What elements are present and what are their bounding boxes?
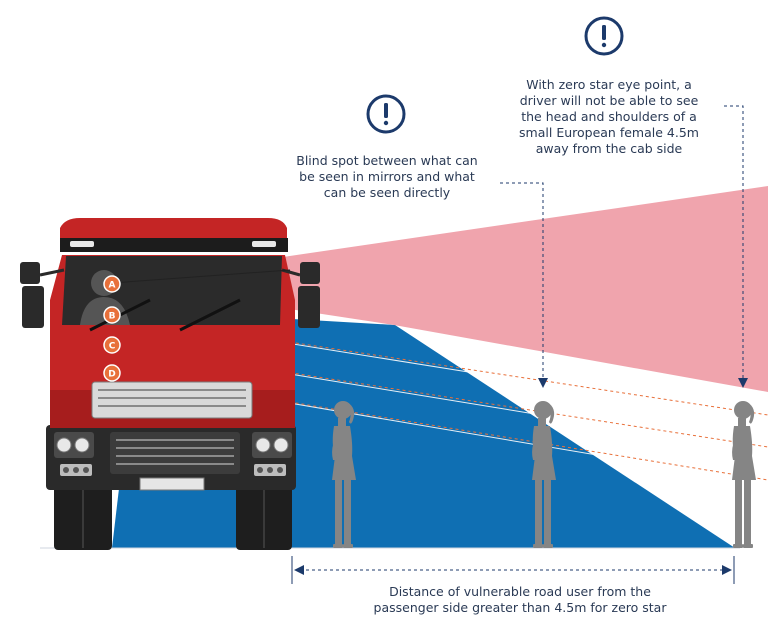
wiper-right — [179, 298, 241, 332]
callout-zero-star-eye-point: With zero star eye point, a driver will … — [494, 77, 724, 157]
roof-light-right — [252, 241, 276, 247]
roof-light-left — [70, 241, 94, 247]
callout-line: With zero star eye point, a — [526, 77, 692, 92]
eye-point-c: C — [103, 336, 121, 354]
eye-point-markers: A B C D — [103, 275, 121, 382]
eye-point-a: A — [103, 275, 121, 293]
headlight-right-2 — [273, 437, 289, 453]
svg-text:B: B — [109, 312, 116, 322]
pedestrian-far — [732, 401, 756, 548]
headlight-left-1 — [56, 437, 72, 453]
exclamation-circle-icon — [584, 16, 624, 56]
callout-line: can be seen directly — [323, 185, 451, 200]
dimension-arrow-right — [722, 565, 732, 575]
headlight-right-1 — [255, 437, 271, 453]
eye-point-d: D — [103, 364, 121, 382]
svg-text:D: D — [108, 370, 115, 380]
arrowhead-right — [738, 378, 748, 388]
mirror-right — [281, 262, 320, 328]
headlight-left-2 — [74, 437, 90, 453]
upper-grille — [91, 381, 253, 419]
callout-line: be seen in mirrors and what — [299, 169, 475, 184]
svg-text:C: C — [109, 342, 116, 352]
leader-line-left — [500, 182, 544, 380]
callout-line: small European female 4.5m — [519, 125, 699, 140]
exclamation-circle-icon — [366, 94, 406, 134]
callout-distance: Distance of vulnerable road user from th… — [330, 584, 710, 616]
callout-line: Blind spot between what can — [296, 153, 478, 168]
callout-line: driver will not be able to see — [519, 93, 699, 108]
dimension-arrow-left — [294, 565, 304, 575]
leader-line-right — [724, 105, 744, 380]
cab-roof — [60, 218, 287, 244]
lower-grille — [110, 432, 240, 474]
callout-blind-spot: Blind spot between what can be seen in m… — [274, 153, 500, 201]
number-plate — [139, 477, 205, 491]
callout-line: away from the cab side — [535, 141, 683, 156]
mirror-left — [20, 262, 65, 328]
svg-text:A: A — [109, 281, 116, 291]
arrowhead-left — [538, 378, 548, 388]
eye-point-b: B — [103, 306, 121, 324]
callout-line: the head and shoulders of a — [521, 109, 697, 124]
blind-spot-zone — [112, 186, 768, 392]
callout-line: passenger side greater than 4.5m for zer… — [373, 600, 667, 615]
callout-line: Distance of vulnerable road user from th… — [389, 584, 651, 599]
distance-dimension — [291, 556, 735, 584]
